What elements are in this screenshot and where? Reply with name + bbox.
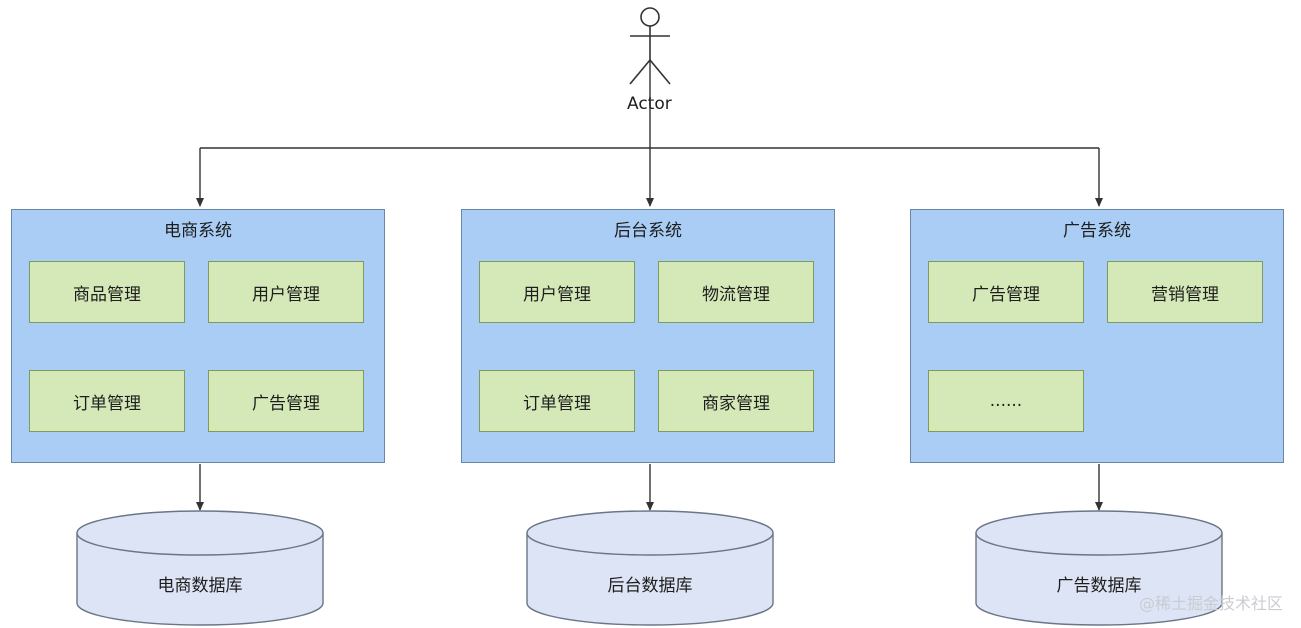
database-ecommerce-label: 电商数据库 [157,576,243,596]
db-connectors [196,464,1103,511]
module-backend-users: 用户管理 [479,261,635,323]
module-ecommerce-ads: 广告管理 [208,370,364,432]
module-ecommerce-products: 商品管理 [29,261,185,323]
system-ads-title: 广告系统 [1063,221,1131,241]
module-backend-merchants: 商家管理 [658,370,814,432]
module-ecommerce-users: 用户管理 [208,261,364,323]
database-ecommerce-shape [76,510,324,626]
watermark: @稀土掘金技术社区 [1138,594,1283,613]
database-ads-shape [975,510,1223,626]
database-backend-label: 后台数据库 [607,576,693,596]
module-ads-ads: 广告管理 [928,261,1084,323]
database-ads-label: 广告数据库 [1056,576,1142,596]
system-backend-title: 后台系统 [614,221,682,241]
actor-label: Actor [627,94,672,114]
module-ecommerce-orders: 订单管理 [29,370,185,432]
module-ads-marketing: 营销管理 [1107,261,1263,323]
system-ecommerce-title: 电商系统 [164,221,232,241]
actor-connectors [196,60,1103,207]
module-backend-logistics: 物流管理 [658,261,814,323]
module-ads-more: ...... [928,370,1084,432]
module-backend-orders: 订单管理 [479,370,635,432]
actor-icon [629,7,671,85]
database-backend-shape [526,510,774,626]
